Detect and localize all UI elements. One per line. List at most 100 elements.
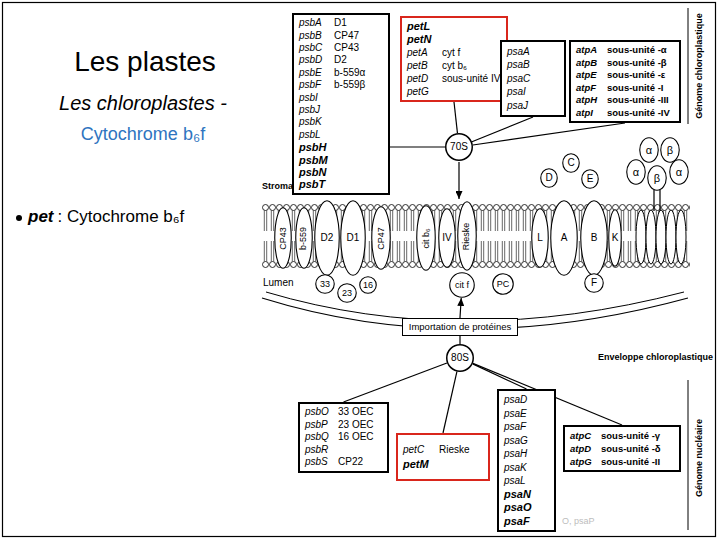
gene-name: psbB	[299, 30, 332, 42]
outline-ellipse	[439, 209, 456, 268]
text-row: psaA	[507, 45, 559, 59]
connector-line	[443, 372, 457, 433]
text-row: psaI	[507, 85, 559, 99]
subunit-label: β	[654, 173, 660, 184]
gene-name: psbD	[299, 54, 332, 66]
subunit-label: 16	[363, 281, 373, 290]
text-row: petM	[403, 457, 483, 471]
subunit-label: C	[567, 158, 574, 168]
protein-name: sous-unité IV	[442, 72, 500, 85]
outline-ellipse	[648, 166, 667, 191]
subunit-label: b-559	[300, 226, 309, 249]
genome-divider	[688, 380, 689, 530]
protein-name: sous-unité -δ	[601, 442, 661, 455]
text-row: psbCCP43	[299, 42, 383, 54]
ribosome-circle: 80S	[446, 344, 474, 372]
text-row: psbK	[299, 116, 383, 128]
gene-name: petD	[407, 72, 440, 85]
outline-ellipse	[450, 273, 475, 298]
gene-name: atpA	[576, 44, 605, 57]
protein-name: D2	[334, 54, 347, 66]
text-row: psbP23 OEC	[305, 419, 382, 432]
outline-ellipse	[338, 284, 357, 303]
text-row: petCRieske	[403, 443, 483, 457]
protein-name: 23 OEC	[338, 419, 374, 432]
outline-ellipse	[661, 138, 680, 163]
gene-name: psbQ	[305, 431, 336, 444]
subunit-label: cit b₆	[422, 228, 431, 248]
region-label: Lumen	[263, 277, 294, 289]
gene-name: psbP	[305, 419, 336, 432]
gene-box: psbO33 OECpsbP23 OECpsbQ16 OECpsbRpsbSCP…	[298, 402, 389, 473]
protein-subunit: β	[647, 165, 667, 191]
protein-subunit: IV	[438, 208, 456, 268]
outline-ellipse	[532, 209, 549, 268]
gene-box: psaDpsaEpsaFpsaGpsaHpsaKpsaLpsaNpsaOpsaF	[497, 389, 556, 532]
protein-subunit: E	[581, 169, 599, 189]
protein-name: sous-unité -I	[607, 82, 663, 95]
gene-name: atpF	[576, 82, 605, 95]
outline-ellipse	[563, 154, 580, 173]
subunit-label: CP47	[377, 227, 386, 250]
text-row: atpIsous-unité -IV	[576, 107, 674, 120]
subunit-label: D1	[347, 233, 360, 243]
outline-ellipse	[582, 170, 599, 189]
text-row: psbN	[299, 166, 383, 178]
bullet-text: : Cytochrome b₆f	[58, 207, 185, 227]
outline-ellipse	[315, 201, 340, 276]
outline-ellipse	[670, 160, 689, 185]
protein-subunit: α	[639, 137, 659, 163]
subunit-label: D	[545, 173, 552, 183]
outline-ellipse	[316, 275, 335, 294]
text-row: psaG	[504, 434, 549, 448]
protein-subunit: F	[584, 273, 604, 293]
subunit-label: IV	[442, 233, 451, 243]
gene-name: psaL	[504, 474, 534, 488]
connector-line	[454, 102, 457, 133]
gene-name: psbA	[299, 17, 332, 29]
text-row: petG	[407, 85, 501, 98]
ribosome-circle: 70S	[445, 133, 473, 161]
gene-box: atpAsous-unité -αatpBsous-unité -βatpEso…	[569, 40, 681, 123]
outline-ellipse	[458, 202, 477, 271]
protein-name: sous-unité -III	[607, 94, 669, 107]
text-row: psaO	[504, 501, 549, 515]
protein-name: sous-unité -α	[607, 44, 667, 57]
gene-name: atpD	[570, 442, 599, 455]
protein-subunit: 33	[315, 274, 335, 294]
gene-name: psbH	[299, 141, 332, 153]
protein-subunit: α	[669, 159, 689, 185]
subunit-label: 23	[342, 289, 352, 298]
gene-name: psbL	[299, 129, 332, 141]
text-row: psaK	[504, 461, 549, 475]
gene-name: psbT	[299, 178, 332, 190]
text-row: psaF	[504, 515, 549, 529]
subunit-label: B	[591, 233, 598, 243]
outline-ellipse	[275, 208, 292, 269]
gene-name: psaD	[504, 393, 534, 407]
text-row: atpDsous-unité -δ	[570, 442, 674, 455]
gene-name: petL	[407, 20, 440, 33]
subunit-label: A	[561, 233, 568, 243]
text-row: psbR	[305, 444, 382, 457]
text-row: psbBCP47	[299, 30, 383, 42]
protein-name: Rieske	[439, 443, 470, 457]
text-row: psbM	[299, 154, 383, 166]
protein-subunit: K	[608, 209, 622, 267]
protein-name: CP43	[334, 42, 359, 54]
subunit-label: β	[667, 145, 673, 156]
text-row: psbJ	[299, 104, 383, 116]
subunit-label: Rieske	[463, 222, 472, 250]
outline-ellipse	[446, 134, 473, 161]
protein-name: b-559α	[334, 67, 365, 79]
outline-ellipse	[341, 201, 366, 276]
subunit-label: α	[633, 167, 639, 178]
gene-box: petLpetNpetAcyt fpetBcyt b₆petDsous-unit…	[400, 16, 508, 102]
subunit-label: PC	[497, 280, 510, 289]
subunit-label: cit f	[455, 281, 469, 290]
region-label: Stroma	[262, 181, 293, 191]
text-row: petDsous-unité IV	[407, 72, 501, 85]
protein-name: sous-unité -γ	[601, 429, 660, 442]
text-row: Importation de protéines	[409, 321, 511, 333]
gene-name: petA	[407, 46, 440, 59]
